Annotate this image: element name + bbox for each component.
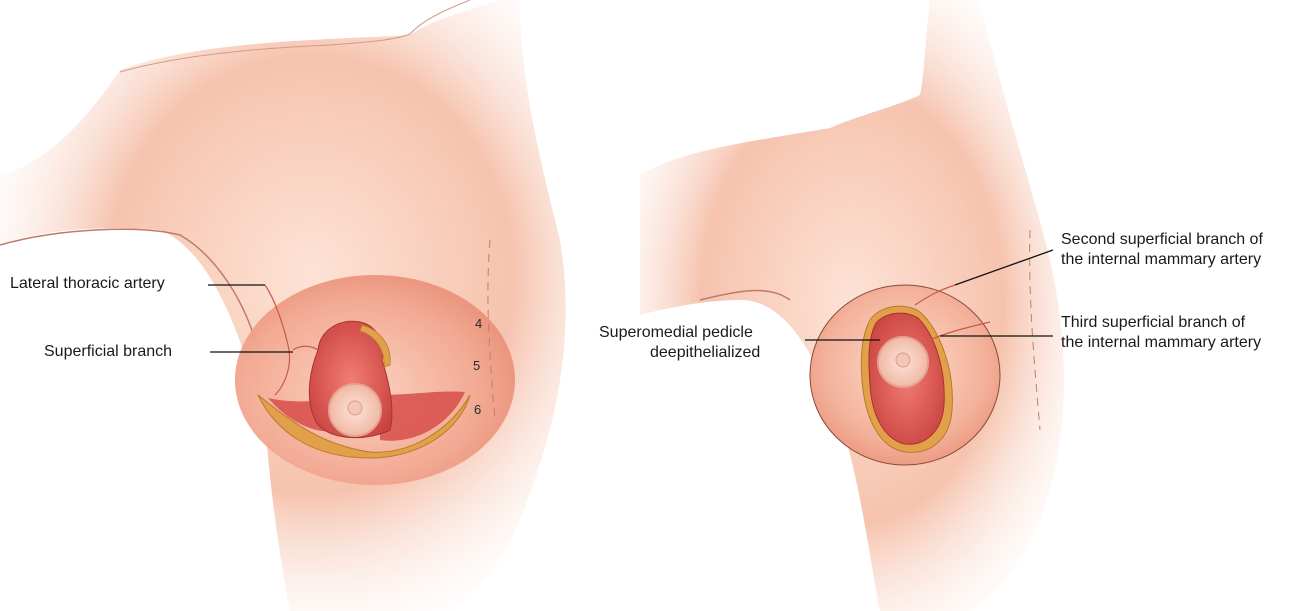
left-nipple: [348, 401, 362, 415]
label-third-branch-line2: the internal mammary artery: [1061, 334, 1261, 352]
rib-number-4: 4: [475, 316, 482, 331]
label-second-branch-line1: Second superficial branch of: [1061, 231, 1263, 249]
right-nipple: [896, 353, 910, 367]
label-second-branch-line2: the internal mammary artery: [1061, 251, 1261, 269]
right-illustration: [640, 0, 1064, 611]
label-superficial-branch: Superficial branch: [44, 343, 172, 361]
label-superomedial-pedicle: Superomedial pedicle: [599, 324, 753, 342]
rib-number-5: 5: [473, 358, 480, 373]
rib-number-6: 6: [474, 402, 481, 417]
label-third-branch-line1: Third superficial branch of: [1061, 314, 1245, 332]
label-lateral-thoracic-artery: Lateral thoracic artery: [10, 275, 165, 293]
label-deepithelialized: deepithelialized: [650, 344, 760, 362]
left-illustration: [0, 0, 566, 611]
